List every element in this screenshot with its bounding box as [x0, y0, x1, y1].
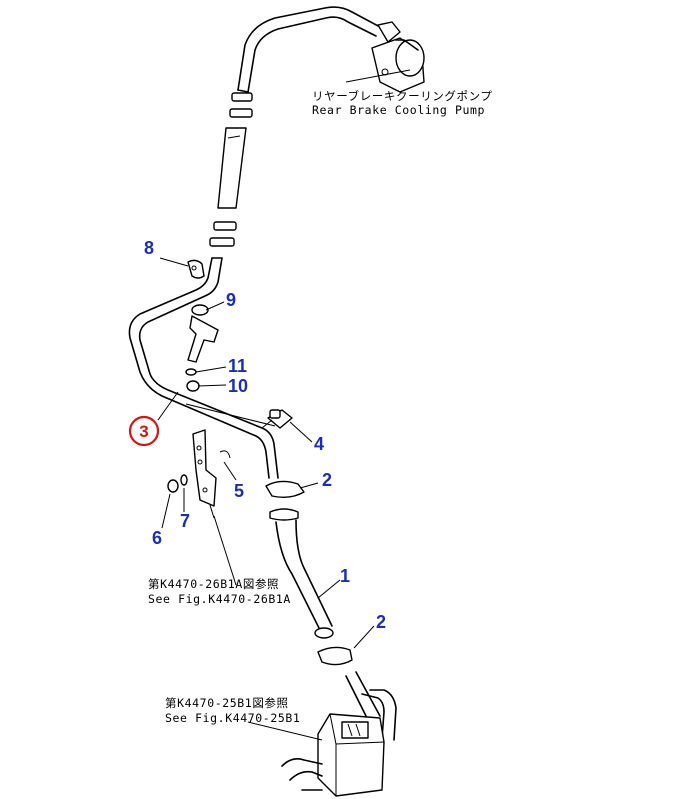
- leader-lines: [157, 69, 411, 741]
- ref1-label-jp: 第K4470-26B1A図参照: [148, 577, 279, 591]
- hose-1: [275, 519, 334, 639]
- clamp-8: [187, 259, 205, 279]
- callout-1: 1: [340, 566, 350, 586]
- hose-clamps: [265, 480, 353, 666]
- pump-body: [371, 21, 425, 93]
- ref2-label-en: See Fig.K4470-25B1: [165, 711, 300, 725]
- tube-assembly: [128, 257, 279, 479]
- lower-bracket: [167, 429, 231, 519]
- highlight-circle: [128, 415, 160, 447]
- elbow-fitting-4: [261, 409, 293, 429]
- callout-2-lower: 2: [376, 612, 386, 632]
- upper-hose: [237, 6, 383, 93]
- callout-11: 11: [228, 356, 247, 376]
- callout-7: 7: [180, 511, 190, 531]
- ref1-label-en: See Fig.K4470-26B1A: [148, 592, 291, 606]
- callout-10: 10: [228, 376, 248, 396]
- callout-3: 3: [139, 422, 148, 441]
- ref2-label-jp: 第K4470-25B1図参照: [165, 696, 289, 710]
- callout-4: 4: [314, 434, 324, 454]
- cooler-assembly: [281, 671, 397, 797]
- pump-label-jp: リヤーブレーキクーリングポンプ: [312, 89, 492, 103]
- pump-label-en: Rear Brake Cooling Pump: [312, 103, 485, 117]
- callout-2-upper: 2: [322, 470, 332, 490]
- upper-fittings: [209, 92, 253, 247]
- callout-5: 5: [234, 481, 244, 501]
- bracket-assembly: [185, 304, 219, 392]
- callout-6: 6: [152, 528, 162, 548]
- callout-9: 9: [226, 290, 236, 310]
- callout-8: 8: [144, 238, 154, 258]
